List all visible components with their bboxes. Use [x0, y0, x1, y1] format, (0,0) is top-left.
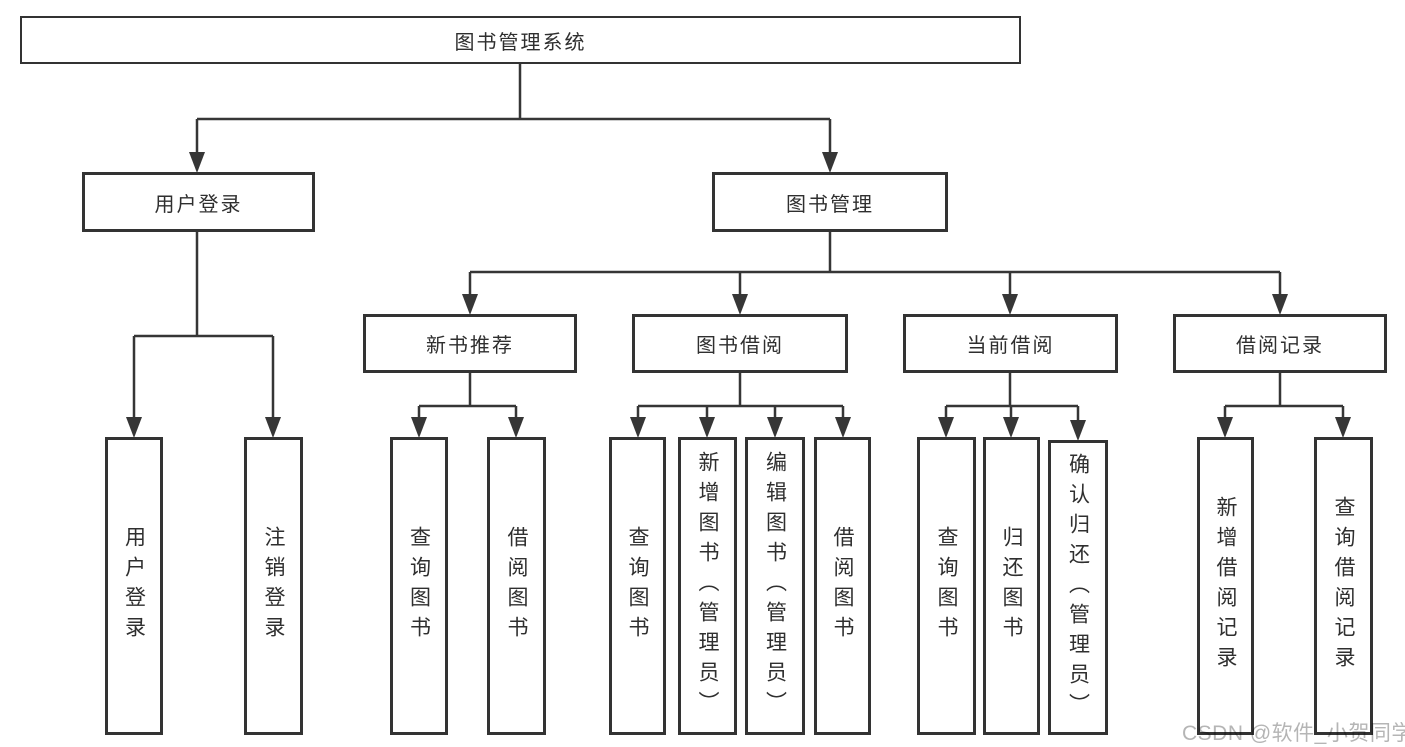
leaf-query-borrow-record: 查询借阅记录	[1314, 437, 1373, 735]
node-book-borrow: 图书借阅	[632, 314, 848, 373]
leaf-borrow-books: 借阅图书	[814, 437, 871, 735]
leaf-confirm-return-admin: 确认归还（管理员）	[1048, 440, 1108, 735]
node-borrow-records: 借阅记录	[1173, 314, 1387, 373]
leaf-current-query-books: 查询图书	[917, 437, 976, 735]
node-new-book-recommend: 新书推荐	[363, 314, 577, 373]
node-current-borrow: 当前借阅	[903, 314, 1118, 373]
node-user-login: 用户登录	[82, 172, 315, 232]
node-book-management: 图书管理	[712, 172, 948, 232]
leaf-user-login: 用户登录	[105, 437, 163, 735]
leaf-return-books: 归还图书	[983, 437, 1040, 735]
leaf-edit-books-admin: 编辑图书（管理员）	[745, 437, 805, 735]
node-root-system: 图书管理系统	[20, 16, 1021, 64]
leaf-add-books-admin: 新增图书（管理员）	[678, 437, 737, 735]
csdn-watermark: CSDN @软件_小贺同学	[1182, 722, 1405, 745]
leaf-recommend-query-books: 查询图书	[390, 437, 448, 735]
leaf-logout: 注销登录	[244, 437, 303, 735]
leaf-borrow-query-books: 查询图书	[609, 437, 666, 735]
leaf-add-borrow-record: 新增借阅记录	[1197, 437, 1254, 735]
leaf-recommend-borrow-books: 借阅图书	[487, 437, 546, 735]
